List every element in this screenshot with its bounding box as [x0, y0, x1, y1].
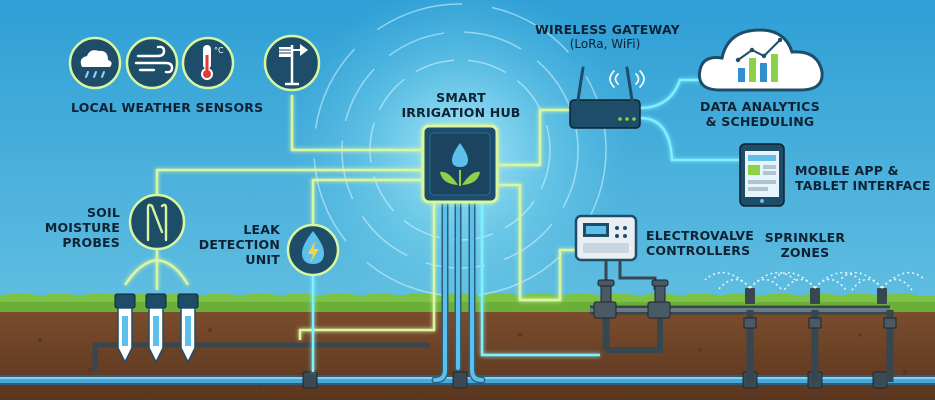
- soil-probes-label-line-1: SOIL: [86, 205, 120, 220]
- leak-drop-bolt-icon: [286, 223, 340, 277]
- svg-text:°C: °C: [214, 46, 224, 55]
- wireless-router-icon: [569, 66, 645, 129]
- hub-label-line-2: IRRIGATION HUB: [401, 105, 521, 120]
- tablet-icon: [739, 143, 785, 207]
- weather-sensors-label: LOCAL WEATHER SENSORS: [71, 100, 263, 115]
- sprinkler-zones-label-line-1: SPRINKLER: [764, 230, 846, 245]
- gateway-label-title: WIRELESS GATEWAY: [535, 22, 680, 37]
- soil-probes-label-line-2: MOISTURE: [44, 220, 120, 235]
- sprinkler-zones-label: SPRINKLER ZONES: [760, 230, 850, 260]
- thermometer-icon: °C: [181, 36, 235, 90]
- irrigation-hub-box: [421, 124, 499, 204]
- leak-unit-label-line-3: UNIT: [245, 252, 280, 267]
- connection-lines: [123, 78, 740, 372]
- analytics-label-line-1: DATA ANALYTICS: [700, 99, 820, 114]
- valve-manifold: [590, 279, 897, 382]
- analytics-label-line-2: & SCHEDULING: [705, 114, 815, 129]
- grass-tufts: [0, 293, 935, 302]
- probe-cable-pipe: [92, 342, 430, 372]
- soil-probe-icon: [128, 193, 186, 251]
- hub-label-line-1: SMART: [436, 90, 486, 105]
- leak-unit-label-line-2: DETECTION: [198, 237, 280, 252]
- sprinkler-heads: [704, 271, 926, 304]
- rain-cloud-icon: [68, 36, 122, 90]
- soil-probes-label-line-3: PROBES: [62, 235, 120, 250]
- hub-conduits: [431, 196, 486, 384]
- valves-label-line-1: ELECTROVALVE: [646, 228, 755, 243]
- hub-label: SMART IRRIGATION HUB: [396, 90, 526, 120]
- leak-unit-label: LEAK DETECTION UNIT: [195, 222, 280, 267]
- gateway-label: WIRELESS GATEWAY (LoRa, WiFi): [535, 22, 680, 52]
- mobile-label-line-1: MOBILE APP &: [795, 163, 899, 178]
- soil-probes: [114, 293, 199, 364]
- valves-label: ELECTROVALVE CONTROLLERS: [646, 228, 754, 258]
- valves-label-line-2: CONTROLLERS: [646, 243, 751, 258]
- wind-icon: [125, 36, 179, 90]
- leak-unit-label-line-1: LEAK: [243, 222, 280, 237]
- mobile-label-line-2: TABLET INTERFACE: [795, 178, 931, 193]
- water-drop-leaf-icon: [440, 143, 480, 186]
- soil-layer: [0, 312, 935, 400]
- cloud-chart-icon: [697, 28, 824, 92]
- analytics-label: DATA ANALYTICS & SCHEDULING: [700, 99, 820, 129]
- soil-probes-label: SOIL MOISTURE PROBES: [30, 205, 120, 250]
- weather-sensors-label-line: LOCAL WEATHER SENSORS: [71, 100, 264, 115]
- mobile-label: MOBILE APP & TABLET INTERFACE: [795, 163, 931, 193]
- weather-station-icon: [263, 34, 321, 92]
- valve-controller-icon: [574, 214, 657, 290]
- gateway-label-sub: (LoRa, WiFi): [569, 37, 641, 51]
- pipe-fittings: [302, 371, 888, 389]
- sprinkler-zones-label-line-2: ZONES: [780, 245, 830, 260]
